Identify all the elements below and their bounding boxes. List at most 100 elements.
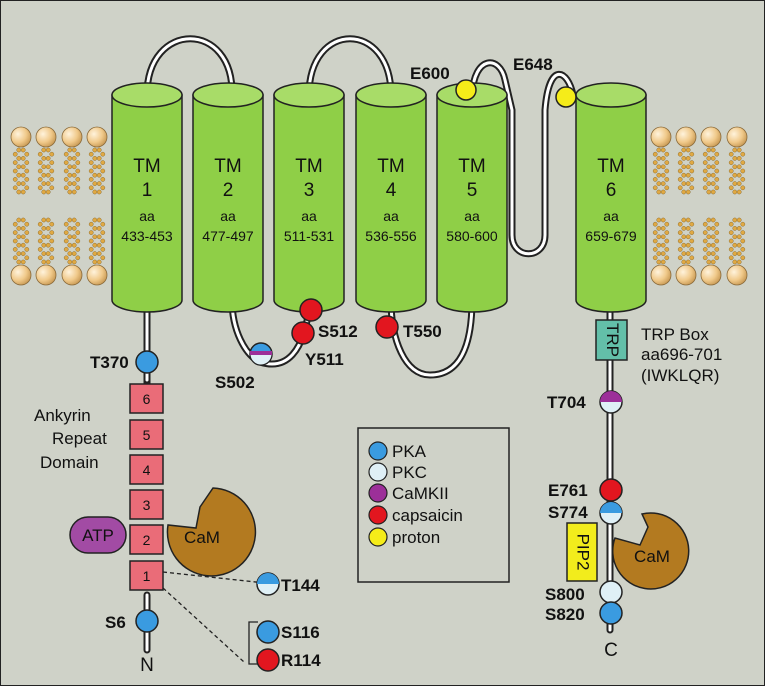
- lipid-tail-dot: [24, 238, 30, 244]
- lipid-tail-dot: [736, 234, 742, 240]
- svg-text:S512: S512: [318, 322, 358, 341]
- lipid-tail-dot: [71, 181, 77, 186]
- lipid-tail-dot: [67, 181, 73, 186]
- lipid-tail-dot: [24, 185, 30, 191]
- lipid-tail-dot: [702, 151, 708, 157]
- lipid-tail-dot: [660, 164, 666, 170]
- atp-binding: ATP: [69, 516, 127, 554]
- lipid-tail-dot: [656, 259, 662, 265]
- lipid-tail-dot: [41, 181, 47, 186]
- lipid-tail-dot: [706, 251, 712, 256]
- lipid-tail-dot: [37, 185, 43, 191]
- lipid-tail-dot: [67, 226, 73, 231]
- svg-text:T704: T704: [547, 393, 586, 412]
- lipid-tail-dot: [16, 156, 22, 161]
- svg-text:PIP2: PIP2: [574, 534, 593, 571]
- lipid-head: [61, 264, 83, 286]
- lipid-tail-dot: [681, 147, 687, 153]
- lipid-tail-dot: [681, 259, 687, 265]
- svg-text:PKC: PKC: [392, 463, 427, 482]
- lipid-tail-dot: [702, 238, 708, 244]
- legend: PKA PKC CaMKII capsaicin proton: [357, 427, 510, 583]
- lipid-tail-dot: [685, 226, 691, 231]
- site-t550: T550: [375, 315, 442, 341]
- lipid-tail-dot: [652, 230, 658, 235]
- lipid-tail-dot: [71, 164, 77, 170]
- lipid-tail-dot: [652, 238, 658, 244]
- site-s6: S6: [105, 609, 159, 633]
- lipid-tail-dot: [660, 147, 666, 153]
- lipid-tail-dot: [664, 185, 670, 191]
- lipid-tail-dot: [63, 151, 69, 157]
- lipid-tail-dot: [714, 247, 720, 252]
- lipid-tail-dot: [96, 259, 102, 265]
- lipid-tail-dot: [702, 255, 708, 261]
- lipid-tail-dot: [24, 247, 30, 252]
- lipid-tail-dot: [685, 217, 691, 223]
- lipid-tail-dot: [736, 147, 742, 153]
- tm-6-text-1: 6: [606, 180, 617, 201]
- lipid-tail-dot: [88, 230, 94, 235]
- legend-item-pka: PKA: [368, 441, 427, 461]
- tm-6-text-3: 659-679: [585, 228, 637, 244]
- lipid-tail-dot: [656, 251, 662, 256]
- svg-text:CaM: CaM: [184, 528, 220, 547]
- tm-2-text-3: 477-497: [202, 228, 254, 244]
- lipid-tail-dot: [41, 156, 47, 161]
- lipid-tail-dot: [24, 230, 30, 235]
- lipid-tail-dot: [740, 151, 746, 157]
- lipid-tail-dot: [740, 185, 746, 191]
- svg-text:T550: T550: [403, 322, 442, 341]
- tm-1-text-2: aa: [139, 208, 155, 224]
- lipid-tail-dot: [45, 217, 51, 223]
- site-s800: S800: [545, 580, 623, 604]
- lipid-tail-dot: [75, 151, 81, 157]
- tm-2-text-0: TM: [214, 156, 241, 177]
- lipid-tail-dot: [88, 238, 94, 244]
- lipid-tail-dot: [710, 147, 716, 153]
- lipid-tail-dot: [100, 168, 106, 174]
- lipid-tail-dot: [714, 185, 720, 191]
- lipid-tail-dot: [16, 259, 22, 265]
- lipid-tail-dot: [49, 151, 55, 157]
- lipid-tail-dot: [24, 221, 30, 227]
- lipid-tail-dot: [685, 242, 691, 248]
- lipid-tail-dot: [728, 221, 734, 227]
- lipid-tail-dot: [49, 255, 55, 261]
- lipid-tail-dot: [41, 226, 47, 231]
- lipid-tail-dot: [677, 185, 683, 191]
- lipid-head: [61, 126, 83, 148]
- lipid-head: [86, 126, 108, 148]
- lipid-tail-dot: [71, 156, 77, 161]
- lipid-tail-dot: [706, 164, 712, 170]
- lipid-tail-dot: [92, 156, 98, 161]
- lipid-tail-dot: [736, 226, 742, 231]
- lipid-tail-dot: [728, 160, 734, 165]
- ankyrin-repeat-5: 5: [129, 419, 164, 450]
- lipid-tail-dot: [664, 160, 670, 165]
- lipid-tail-dot: [75, 247, 81, 252]
- lipid-tail-dot: [67, 242, 73, 248]
- lipid-head: [10, 264, 32, 286]
- lipid-tail-dot: [20, 164, 26, 170]
- lipid-tail-dot: [689, 177, 695, 182]
- site-e648: E648: [513, 55, 577, 108]
- tm-1-text-1: 1: [142, 180, 153, 201]
- tm-4-text-2: aa: [383, 208, 399, 224]
- lipid-tail-dot: [685, 259, 691, 265]
- lipid-tail-dot: [20, 172, 26, 178]
- lipid-tail-dot: [714, 160, 720, 165]
- tm-2-text-2: aa: [220, 208, 236, 224]
- lipid-tail-dot: [732, 189, 738, 195]
- lipid-tail-dot: [732, 251, 738, 256]
- svg-text:S820: S820: [545, 605, 585, 624]
- lipid-tail-dot: [96, 147, 102, 153]
- lipid-tail-dot: [710, 156, 716, 161]
- lipid-tail-dot: [96, 226, 102, 231]
- ankyrin-repeat-3: 3: [129, 489, 164, 520]
- lipid-tail-dot: [71, 242, 77, 248]
- lipid-tail-dot: [67, 234, 73, 240]
